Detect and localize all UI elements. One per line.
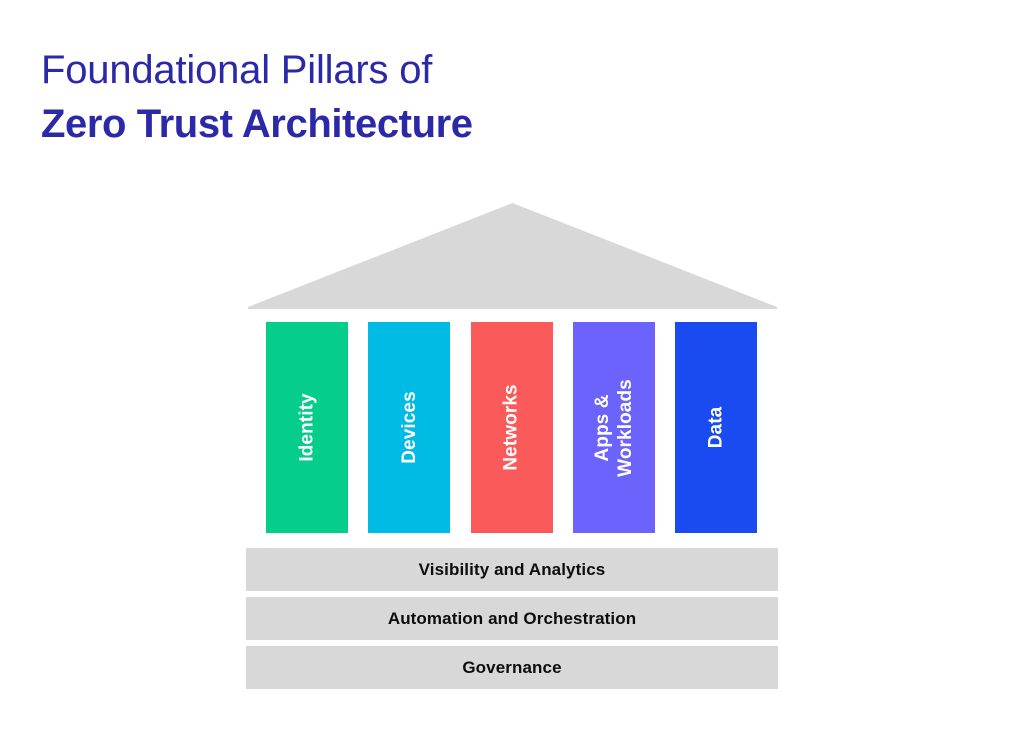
title-line-secondary: Zero Trust Architecture [41,102,473,146]
pillar-group: Identity Devices Networks Apps & Workloa… [266,322,757,533]
pillar-networks[interactable]: Networks [470,322,553,533]
pillar-identity[interactable]: Identity [266,322,348,533]
foundation-bar-visibility[interactable]: Visibility and Analytics [246,548,778,591]
title-line-primary: Foundational Pillars of [41,48,433,92]
page-title: Foundational Pillars of Zero Trust Archi… [41,44,741,152]
foundation-bar-automation[interactable]: Automation and Orchestration [246,597,778,640]
foundation-label-automation: Automation and Orchestration [387,608,637,628]
pillar-label-data: Data [705,406,727,449]
pillar-devices[interactable]: Devices [368,322,451,533]
foundation-bar-governance[interactable]: Governance [246,646,778,689]
foundation-label-visibility: Visibility and Analytics [418,559,606,579]
pillar-label-apps-workloads: Apps & Workloads [591,378,636,477]
pillar-label-identity: Identity [296,393,318,462]
roof-pediment [248,203,777,309]
pillar-apps-workloads[interactable]: Apps & Workloads [572,322,655,533]
pillar-label-networks: Networks [501,384,523,471]
pillar-label-devices: Devices [398,391,420,464]
pediment-triangle-icon [248,203,777,309]
pillar-data[interactable]: Data [675,322,757,533]
foundation-label-governance: Governance [462,657,562,677]
foundation-group: Visibility and Analytics Automation and … [246,548,778,689]
